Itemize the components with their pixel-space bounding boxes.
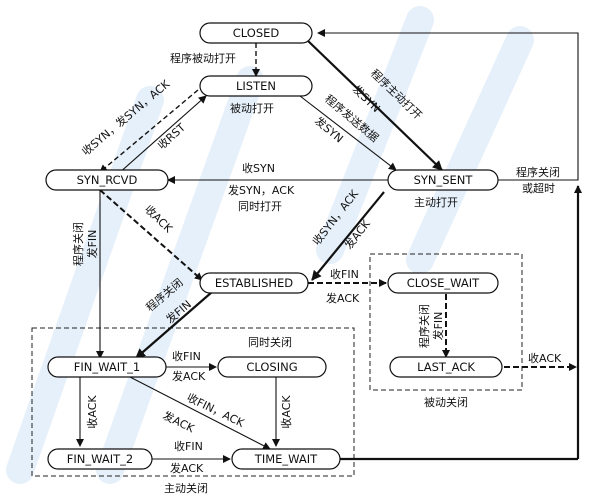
label-last-recv-ack: 收ACK — [528, 351, 562, 365]
state-fin-wait-1-label: FIN_WAIT_1 — [74, 360, 140, 374]
label-passive-open: 被动打开 — [230, 101, 274, 115]
state-listen: LISTEN — [199, 75, 313, 97]
edge-established-finwait1 — [135, 291, 213, 359]
state-established-label: ESTABLISHED — [215, 276, 293, 290]
label-prog-close-fin-left-1: 程序关闭 — [71, 222, 85, 266]
state-last-ack-label: LAST_ACK — [417, 360, 475, 374]
label-fw2-send-ack: 发ACK — [170, 461, 204, 475]
active-close-box — [31, 327, 355, 477]
label-fw2-recv-fin: 收FIN — [174, 439, 203, 453]
state-syn-sent-label: SYN_SENT — [414, 173, 474, 187]
edge-listen-synsent — [299, 95, 397, 171]
label-active-open: 主动打开 — [414, 195, 458, 209]
label-prog-close-timeout-2: 或超时 — [522, 181, 555, 195]
watermark — [6, 6, 534, 484]
edge-finwait1-timewait — [129, 376, 271, 450]
label-recv-fin: 收FIN — [330, 267, 359, 281]
label-recv-ack: 收ACK — [142, 202, 176, 236]
state-time-wait-label: TIME_WAIT — [254, 452, 318, 466]
state-fin-wait-1: FIN_WAIT_1 — [47, 356, 167, 378]
label-simul-close: 同时关闭 — [248, 335, 292, 349]
edge-closed-synsent — [305, 38, 443, 171]
edge-listen-synrcvd — [99, 89, 199, 173]
label-fw1-recv-ack: 收ACK — [85, 395, 99, 429]
label-fw1-send-ack: 发ACK — [172, 369, 206, 383]
state-closing-label: CLOSING — [246, 360, 297, 374]
label-closing-recv-ack: 收ACK — [279, 395, 293, 429]
label-active-close: 主动关闭 — [164, 481, 208, 495]
state-close-wait: CLOSE_WAIT — [387, 272, 499, 294]
label-mid-simul-open: 同时打开 — [238, 199, 282, 213]
state-established: ESTABLISHED — [199, 272, 309, 294]
edge-synsent-established — [311, 191, 385, 281]
label-send-ack-2: 发ACK — [326, 291, 360, 305]
state-last-ack: LAST_ACK — [389, 356, 503, 378]
passive-close-box — [369, 253, 523, 391]
label-prog-close-fin-left-2: 发FIN — [85, 230, 99, 259]
state-fin-wait-2: FIN_WAIT_2 — [47, 448, 153, 470]
label-passive-close: 被动关闭 — [424, 395, 468, 409]
label-cw-prog-close-2: 发FIN — [431, 312, 445, 341]
label-recv-rst: 收RST — [155, 120, 189, 152]
state-fin-wait-2-label: FIN_WAIT_2 — [67, 452, 133, 466]
state-time-wait: TIME_WAIT — [231, 448, 341, 470]
label-mid-recv-syn: 收SYN — [242, 161, 275, 175]
label-cw-prog-close-1: 程序关闭 — [417, 304, 431, 348]
label-mid-send-synack: 发SYN，ACK — [228, 183, 295, 197]
state-close-wait-label: CLOSE_WAIT — [407, 276, 480, 290]
edge-synsent-closed — [317, 29, 579, 181]
state-listen-label: LISTEN — [236, 79, 276, 93]
edge-synrcvd-listen — [117, 95, 207, 175]
state-closed: CLOSED — [199, 22, 313, 44]
edge-synrcvd-established — [99, 189, 203, 281]
state-syn-rcvd: SYN_RCVD — [45, 169, 169, 191]
state-closing: CLOSING — [217, 356, 327, 378]
label-prog-close-timeout-1: 程序关闭 — [516, 165, 560, 179]
label-passive-open-prog: 程序被动打开 — [170, 51, 236, 65]
state-closed-label: CLOSED — [233, 26, 280, 40]
label-fw1-recv-fin: 收FIN — [172, 349, 201, 363]
label-diag-send-ack: 发ACK — [161, 408, 198, 435]
state-syn-sent: SYN_SENT — [387, 169, 499, 191]
state-syn-rcvd-label: SYN_RCVD — [77, 173, 138, 187]
